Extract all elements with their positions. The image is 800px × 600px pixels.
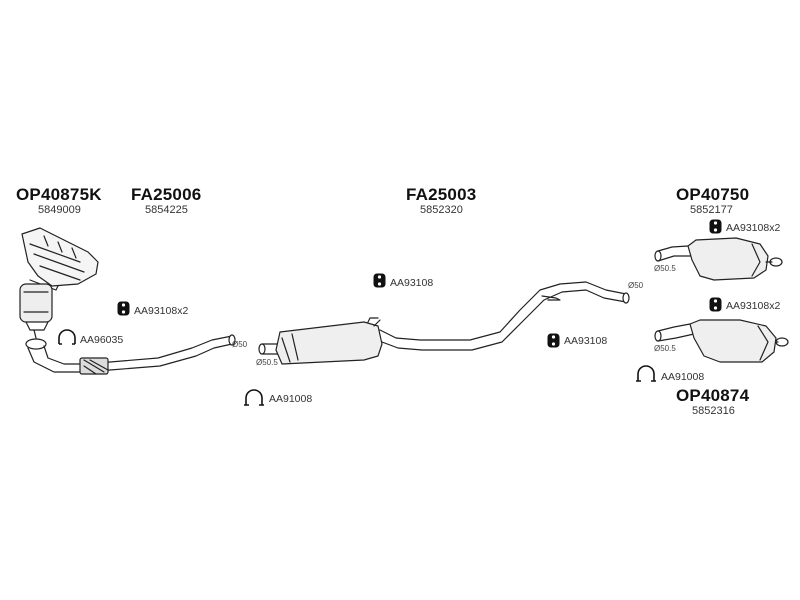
clamp-icon	[636, 365, 656, 382]
accessory-label-clamp-middle: AA91008	[269, 393, 313, 405]
oe-number-manifold: 5849009	[38, 204, 81, 216]
part-number-manifold: OP40875K	[16, 185, 102, 204]
rubber-hanger-icon	[117, 301, 130, 316]
rubber-hanger-icon	[547, 333, 560, 348]
accessory-label-hanger-rear-upper: AA93108x2	[726, 222, 781, 234]
clamp-icon	[244, 389, 264, 406]
diameter-label-middle-inlet: Ø50.5	[256, 358, 278, 367]
oe-number-middle: 5852320	[420, 204, 463, 216]
diameter-label-middle-outlet: Ø50	[628, 281, 644, 290]
rubber-hanger-icon	[709, 297, 722, 312]
front-pipe-drawing	[25, 334, 236, 375]
oe-number-front-pipe: 5854225	[145, 204, 188, 216]
accessory-label-gasket-front: AA96035	[80, 334, 124, 346]
diameter-label-rear-upper-inlet: Ø50.5	[654, 264, 676, 273]
part-number-front-pipe: FA25006	[131, 185, 202, 204]
oe-number-rear-lower: 5852316	[692, 405, 735, 417]
part-number-rear-upper: OP40750	[676, 185, 750, 204]
accessory-label-hanger-middle-top: AA93108	[390, 277, 434, 289]
manifold-catalyst-drawing	[19, 227, 99, 339]
part-number-middle: FA25003	[406, 185, 477, 204]
oe-number-rear-upper: 5852177	[690, 204, 733, 216]
diameter-label-rear-lower-inlet: Ø50.5	[654, 344, 676, 353]
part-number-rear-lower: OP40874	[676, 386, 750, 405]
rubber-hanger-icon	[709, 219, 722, 234]
rubber-hanger-icon	[373, 273, 386, 288]
accessory-label-hanger-rear-lower: AA93108x2	[726, 300, 781, 312]
diameter-label-front-outlet: Ø50	[232, 340, 248, 349]
middle-pipe-drawing	[258, 281, 630, 365]
accessory-label-clamp-rear: AA91008	[661, 371, 705, 383]
accessory-label-hanger-middle-right: AA93108	[564, 335, 608, 347]
gasket-icon	[58, 329, 76, 345]
rear-silencer-lower-drawing	[654, 319, 789, 363]
accessory-label-hanger-front: AA93108x2	[134, 305, 189, 317]
rear-silencer-upper-drawing	[654, 237, 783, 281]
